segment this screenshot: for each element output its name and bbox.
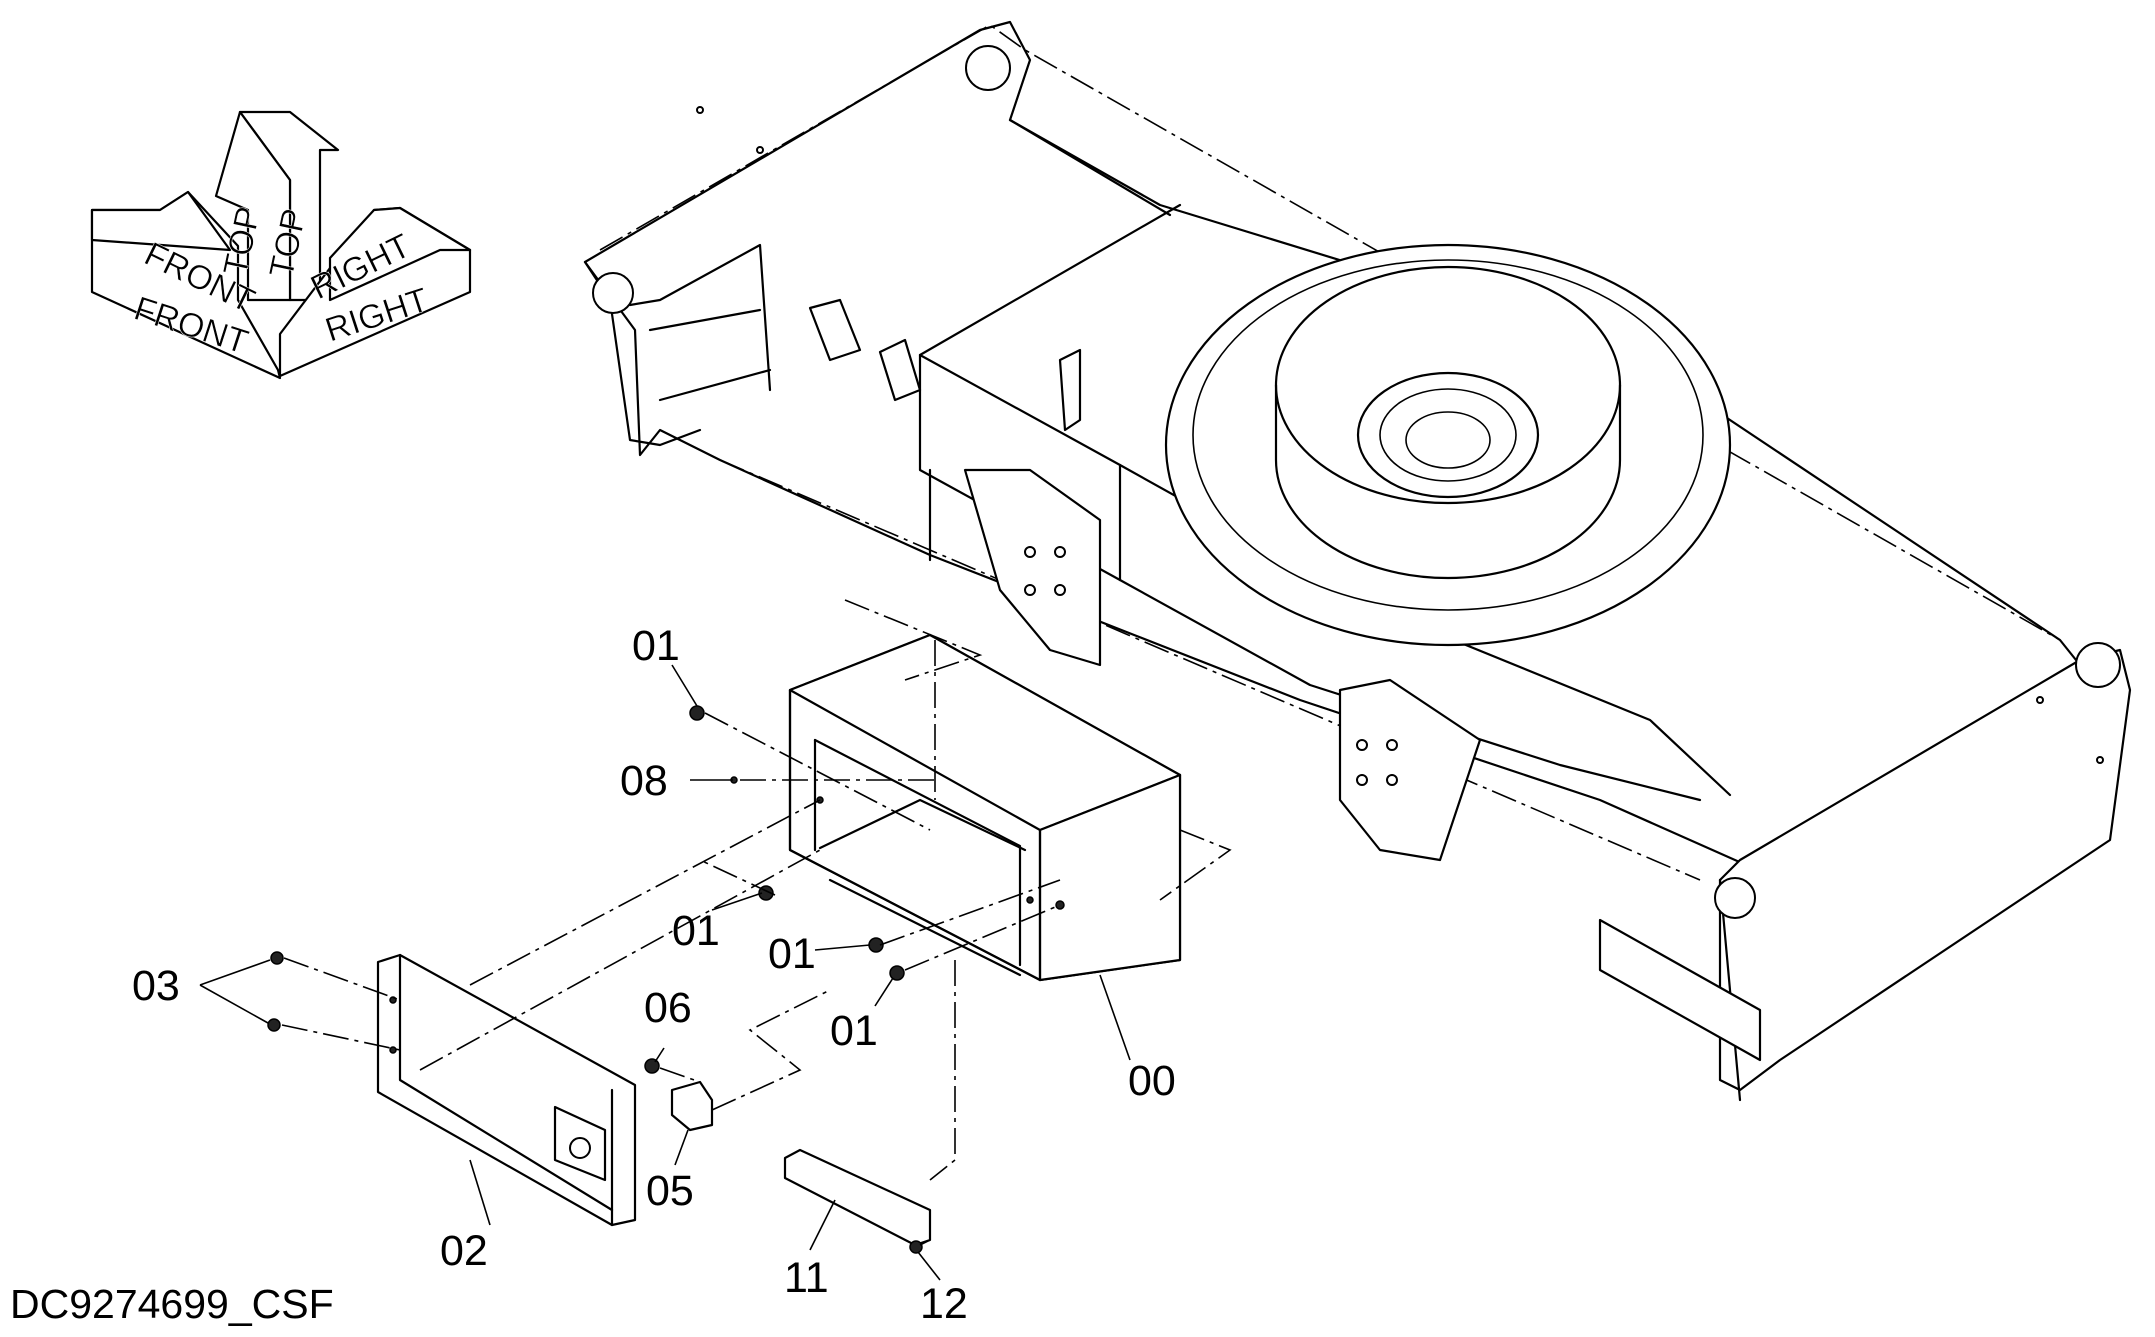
part-label-01-middle: 01: [672, 907, 720, 955]
tool-box-cover: [376, 953, 637, 1227]
orientation-indicator: FRONT FRONT TOP TOP RIGHT RIGHT: [90, 110, 472, 380]
swing-bearing: [1164, 243, 1732, 647]
fasteners: [267, 705, 923, 1254]
part-labels: 01 08 01 01 01 03 06 05 02 00 11 12: [132, 622, 1176, 1328]
part-label-01-lower: 01: [830, 1007, 878, 1055]
part-label-02: 02: [440, 1227, 488, 1275]
explosion-lines: [281, 599, 1232, 1246]
leader-lines: [199, 664, 1131, 1281]
part-label-01-right: 01: [768, 930, 816, 978]
tool-box-body: [788, 633, 1182, 982]
part-label-11: 11: [784, 1254, 829, 1302]
part-label-05: 05: [646, 1167, 694, 1215]
part-label-12: 12: [920, 1280, 968, 1328]
frame-holes: [592, 45, 2121, 919]
bracket-05: [670, 1080, 714, 1132]
drawing-code: DC9274699_CSF: [10, 1281, 334, 1327]
part-label-03: 03: [132, 962, 180, 1010]
tray-11: [783, 1148, 932, 1247]
frame-assembly: [583, 20, 2132, 1102]
part-label-08: 08: [620, 757, 668, 805]
part-label-01-top: 01: [632, 622, 680, 670]
part-label-06: 06: [644, 984, 692, 1032]
part-label-00: 00: [1128, 1057, 1176, 1105]
